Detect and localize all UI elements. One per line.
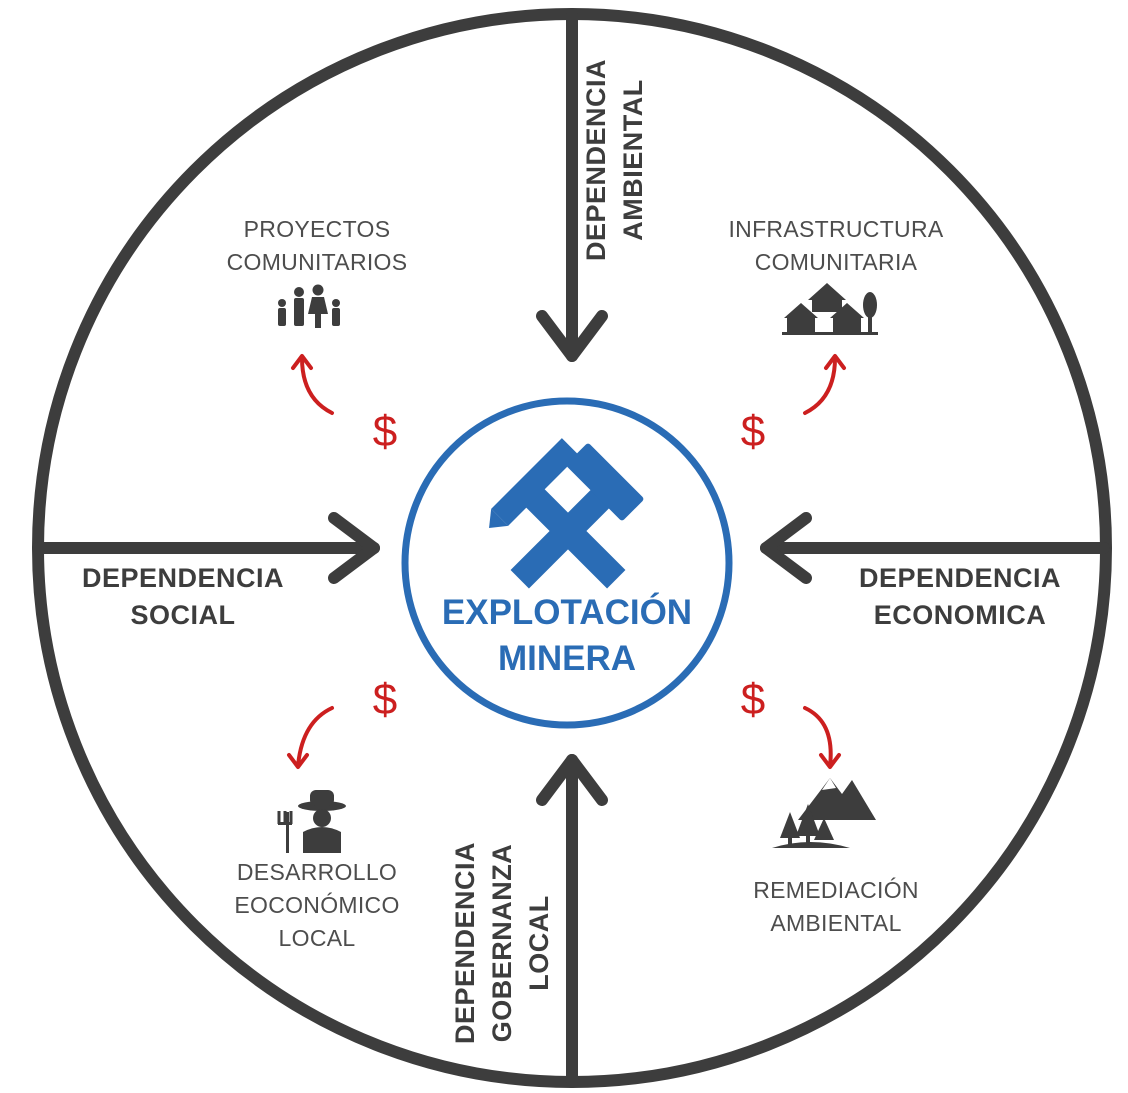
arrow-right (760, 512, 1110, 584)
arrow-bottom (536, 754, 608, 1088)
dep-gobernanza-label: DEPENDENCIA GOBERNANZA LOCAL (450, 842, 554, 1044)
dep-economica-line2: ECONOMICA (874, 600, 1047, 630)
cat-proyectos-line2: COMUNITARIOS (227, 249, 408, 275)
cat-desarrollo-line3: LOCAL (279, 925, 356, 951)
dep-gobernanza-line1: DEPENDENCIA (450, 842, 480, 1044)
dep-gobernanza-line3: LOCAL (524, 895, 554, 990)
mountains-trees-icon (772, 778, 876, 848)
cat-remediacion-line1: REMEDIACIÓN (753, 877, 919, 903)
arrow-left (32, 512, 380, 584)
dep-social-line1: DEPENDENCIA (82, 563, 284, 593)
dollar-sign-bottom-left: $ (373, 675, 397, 724)
dep-ambiental-line1: DEPENDENCIA (581, 59, 611, 261)
arrow-top (536, 8, 608, 362)
dep-ambiental-line2: AMBIENTAL (618, 79, 648, 240)
family-icon (278, 284, 340, 328)
cat-proyectos-line1: PROYECTOS (244, 216, 391, 242)
money-arrow-bottom-right (803, 706, 841, 769)
hammers-crossed-icon (489, 438, 644, 589)
farmer-icon (277, 790, 346, 853)
cat-remediacion-line2: AMBIENTAL (770, 910, 901, 936)
dep-ambiental-label: DEPENDENCIA AMBIENTAL (581, 59, 648, 261)
dep-gobernanza-line2: GOBERNANZA (487, 844, 517, 1043)
cat-infra-line1: INFRASTRUCTURA (728, 216, 943, 242)
dep-economica-line1: DEPENDENCIA (859, 563, 1061, 593)
houses-icon (782, 283, 878, 335)
dollar-sign-top-right: $ (741, 407, 765, 456)
center-title-line2: MINERA (498, 639, 636, 678)
center-circle (401, 397, 733, 729)
cat-desarrollo-line2: EOCONÓMICO (234, 892, 399, 918)
money-arrow-bottom-left (287, 706, 334, 769)
center-title-line1: EXPLOTACIÓN (442, 592, 692, 632)
dollar-sign-top-left: $ (373, 407, 397, 456)
cat-desarrollo-line1: DESARROLLO (237, 859, 397, 885)
dollar-sign-bottom-right: $ (741, 675, 765, 724)
money-arrow-top-right (803, 354, 846, 415)
dep-social-line2: SOCIAL (130, 600, 235, 630)
cat-infra-line2: COMUNITARIA (755, 249, 918, 275)
money-arrow-top-left (291, 354, 334, 415)
